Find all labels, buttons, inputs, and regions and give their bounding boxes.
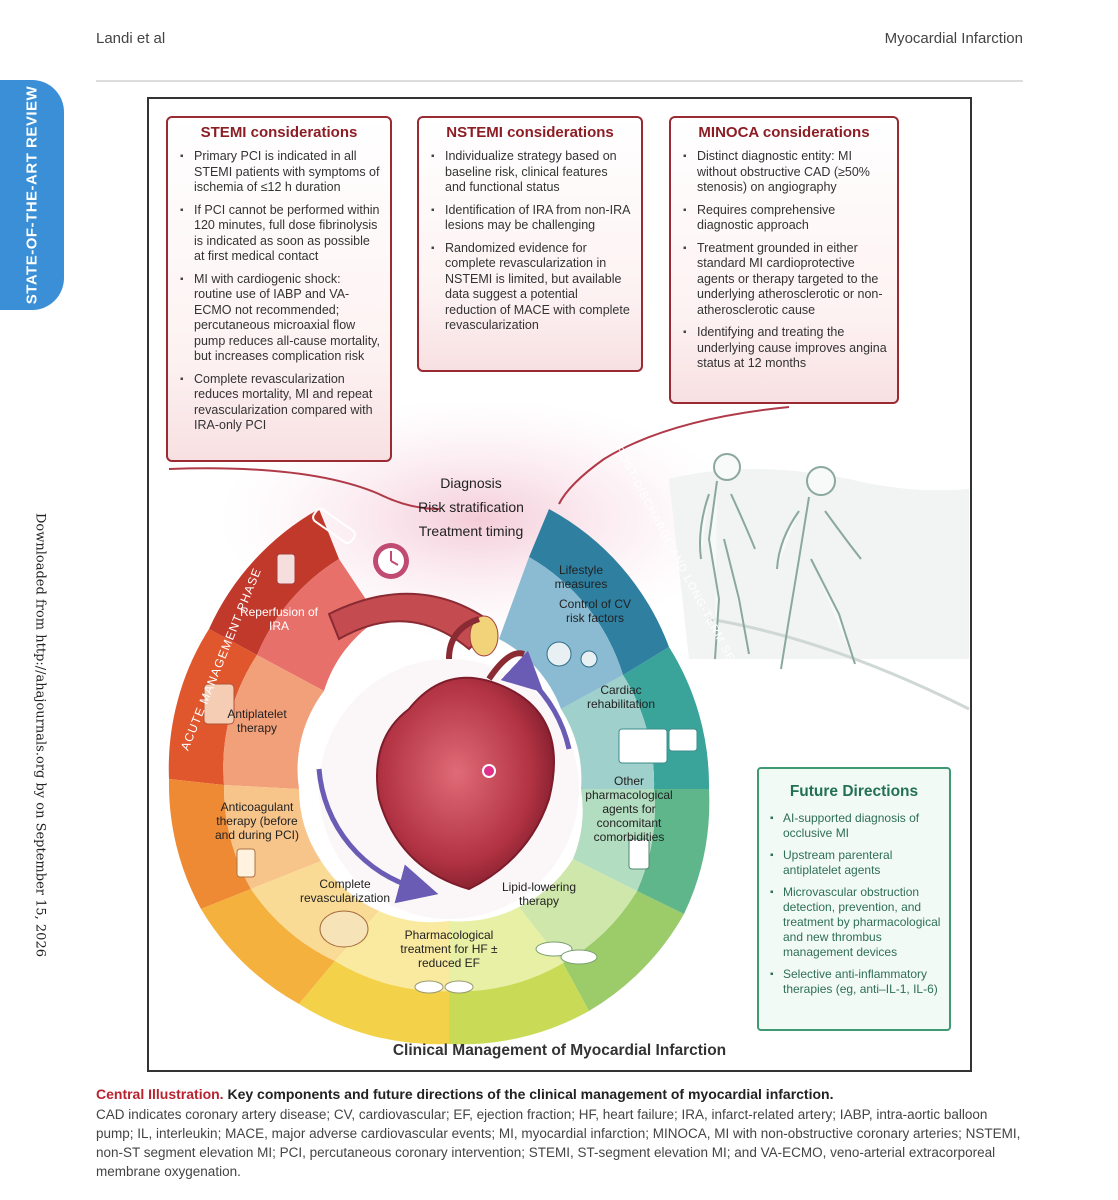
clock-icon (373, 543, 409, 579)
nstemi-item: Identification of IRA from non-IRA lesio… (431, 203, 631, 234)
minoca-item: Distinct diagnostic entity: MI without o… (683, 149, 887, 196)
iv-bag-icon (276, 553, 296, 585)
future-item: Selective anti-inflammatory therapies (e… (770, 967, 941, 997)
vial-icon (236, 848, 256, 878)
tablet-icon-1 (535, 941, 573, 957)
stemi-list: Primary PCI is indicated in all STEMI pa… (168, 149, 390, 434)
stemi-connector (168, 467, 440, 510)
nstemi-item: Individualize strategy based on baseline… (431, 149, 631, 196)
caption-body: CAD indicates coronary artery disease; C… (96, 1107, 1021, 1179)
minoca-title: MINOCA considerations (698, 124, 870, 141)
fruit-icon (580, 650, 598, 668)
stemi-item: Primary PCI is indicated in all STEMI pa… (180, 149, 380, 196)
walking-couple-figure (699, 453, 862, 670)
minoca-item: Treatment grounded in either standard MI… (683, 241, 887, 319)
download-notice: Downloaded from http://ahajournals.org b… (32, 513, 48, 957)
pharm-hf-label: Pharmacological treatment for HF ± reduc… (400, 928, 498, 970)
nstemi-item: Randomized evidence for complete revascu… (431, 241, 631, 334)
minoca-list: Distinct diagnostic entity: MI without o… (671, 149, 897, 372)
section-tab-label: STATE-OF-THE-ART REVIEW (23, 85, 41, 305)
scenery-background (669, 469, 969, 659)
medicine-bottle-icon (628, 838, 650, 870)
header-rule (96, 80, 1023, 82)
revascularized-heart-icon (319, 910, 369, 948)
reperfusion-label: Reperfusion of IRA (239, 605, 319, 633)
pill-icon-1 (414, 980, 444, 994)
future-directions-title: Future Directions (789, 783, 919, 800)
heart-illustration (376, 676, 555, 891)
cardiac-rehab-label: Cardiac rehabilitation (586, 683, 656, 711)
future-item: Upstream parenteral antiplatelet agents (770, 848, 941, 878)
lifestyle-label: Lifestyle measures (554, 563, 608, 591)
diagnosis-label: Diagnosis (440, 475, 502, 491)
section-tab: STATE-OF-THE-ART REVIEW (0, 80, 64, 310)
vegetable-icon (546, 641, 572, 667)
stemi-item: Complete revascularization reduces morta… (180, 372, 380, 434)
stemi-item: MI with cardiogenic shock: routine use o… (180, 272, 380, 365)
running-head-title: Myocardial Infarction (884, 30, 1023, 47)
caption-heading: Key components and future directions of … (227, 1086, 834, 1102)
stemi-title: STEMI considerations (200, 124, 358, 141)
anticoagulant-label: Anticoagulant therapy (before and during… (214, 800, 300, 842)
infarct-marker (482, 764, 496, 778)
cycle-arrow-right (500, 650, 572, 750)
scale-icon (668, 728, 698, 752)
cycle-arrow-left (316, 768, 439, 904)
illustration-art (168, 399, 970, 1045)
nstemi-box: NSTEMI considerations Individualize stra… (417, 116, 643, 372)
central-illustration: STEMI considerations Primary PCI is indi… (147, 97, 972, 1072)
figure-title: Clinical Management of Myocardial Infarc… (392, 1042, 727, 1059)
treatment-timing-label: Treatment timing (418, 523, 524, 539)
minoca-item: Requires comprehensive diagnostic approa… (683, 203, 887, 234)
future-item: AI-supported diagnosis of occlusive MI (770, 811, 941, 841)
stemi-box: STEMI considerations Primary PCI is indi… (166, 116, 392, 462)
future-directions-box: Future Directions AI-supported diagnosis… (757, 767, 951, 1031)
infusion-bag-icon (203, 683, 235, 725)
management-wheel (168, 509, 710, 1045)
caption-title: Central Illustration. Key components and… (96, 1086, 833, 1102)
antiplatelet-label: Antiplatelet therapy (227, 707, 287, 735)
nstemi-list: Individualize strategy based on baseline… (419, 149, 641, 334)
future-directions-list: AI-supported diagnosis of occlusive MI U… (759, 811, 949, 997)
cv-risk-label: Control of CV risk factors (558, 597, 632, 625)
other-pharm-label: Other pharmacological agents for concomi… (585, 774, 673, 844)
artery-plaque (469, 615, 499, 657)
nstemi-title: NSTEMI considerations (446, 124, 614, 141)
minoca-box: MINOCA considerations Distinct diagnosti… (669, 116, 899, 404)
future-item: Microvascular obstruction detection, pre… (770, 885, 941, 960)
heart-vessels (446, 616, 525, 681)
center-text: Diagnosis Risk stratification Treatment … (381, 471, 561, 543)
tablet-icon-2 (560, 949, 598, 965)
minoca-item: Identifying and treating the underlying … (683, 325, 887, 372)
stent-icon (312, 508, 356, 544)
walking-path (708, 617, 970, 711)
complete-revasc-label: Complete revascularization (299, 877, 391, 905)
lipid-lowering-label: Lipid-lowering therapy (501, 880, 577, 908)
risk-stratification-label: Risk stratification (418, 499, 524, 515)
stemi-item: If PCI cannot be performed within 120 mi… (180, 203, 380, 265)
running-head-authors: Landi et al (96, 30, 166, 47)
calendar-icon (618, 728, 668, 764)
pill-icon-2 (444, 980, 474, 994)
caption-label: Central Illustration. (96, 1086, 224, 1102)
minoca-connector (558, 406, 790, 505)
